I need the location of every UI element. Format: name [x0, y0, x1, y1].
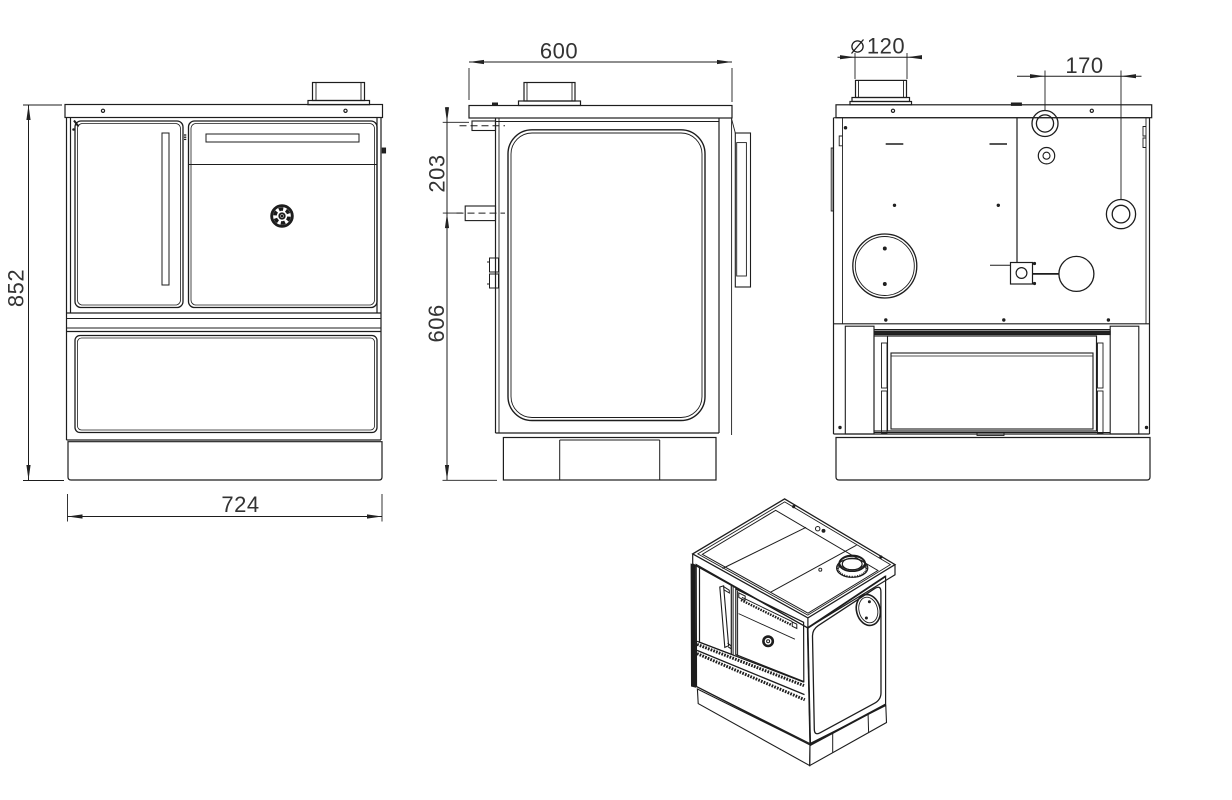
- svg-text:606: 606: [424, 304, 449, 342]
- svg-text:120: 120: [867, 34, 905, 59]
- svg-text:170: 170: [1065, 53, 1103, 78]
- svg-text:724: 724: [221, 492, 259, 517]
- svg-text:852: 852: [3, 269, 28, 307]
- svg-text:203: 203: [424, 154, 449, 192]
- svg-text:600: 600: [540, 39, 578, 64]
